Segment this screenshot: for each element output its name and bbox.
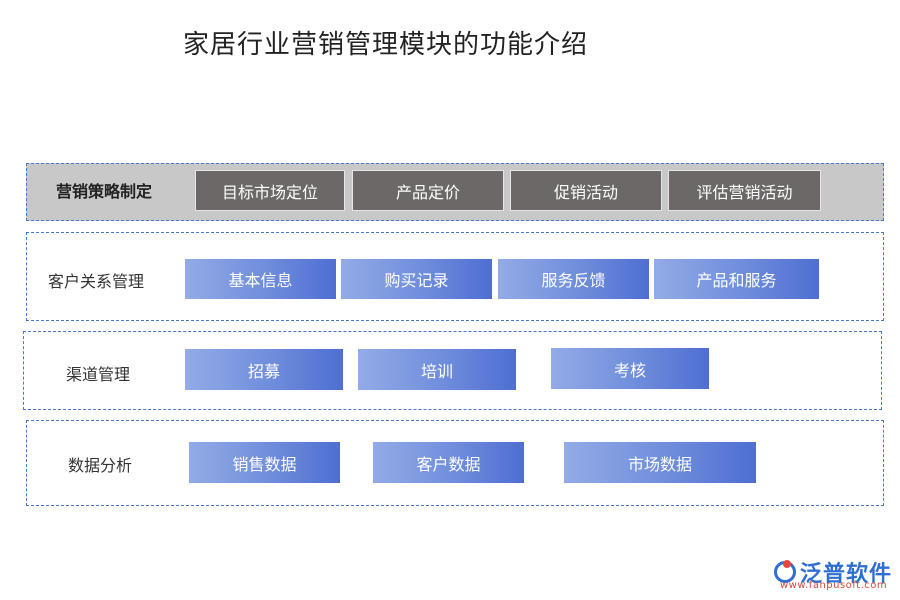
strategy-item-3: 促销活动	[510, 170, 662, 211]
section-crm-panel	[26, 232, 884, 321]
section-channel-panel	[23, 331, 882, 410]
data-item-2: 客户数据	[373, 442, 524, 483]
channel-item-1: 招募	[185, 349, 343, 390]
brand-logo-icon	[774, 560, 796, 583]
section-crm-label: 客户关系管理	[48, 272, 145, 291]
diagram-title: 家居行业营销管理模块的功能介绍	[183, 30, 589, 60]
section-data-label: 数据分析	[68, 456, 133, 475]
data-item-1: 销售数据	[189, 442, 340, 483]
brand-logo-name: 泛普软件	[800, 562, 893, 587]
crm-item-1: 基本信息	[185, 259, 336, 299]
crm-item-4: 产品和服务	[654, 259, 819, 299]
section-channel-label: 渠道管理	[66, 365, 131, 384]
strategy-item-4: 评估营销活动	[668, 170, 821, 211]
section-strategy-label: 营销策略制定	[56, 182, 153, 201]
data-item-3: 市场数据	[564, 442, 756, 483]
crm-item-2: 购买记录	[341, 259, 492, 299]
brand-logo-url: www.fanpusoft.com	[780, 580, 888, 591]
strategy-item-2: 产品定价	[352, 170, 504, 211]
channel-item-3: 考核	[551, 348, 709, 389]
section-data-panel	[26, 420, 884, 506]
crm-item-3: 服务反馈	[498, 259, 649, 299]
strategy-item-1: 目标市场定位	[195, 170, 345, 211]
brand-logo: 泛普软件	[774, 556, 892, 588]
channel-item-2: 培训	[358, 349, 516, 390]
